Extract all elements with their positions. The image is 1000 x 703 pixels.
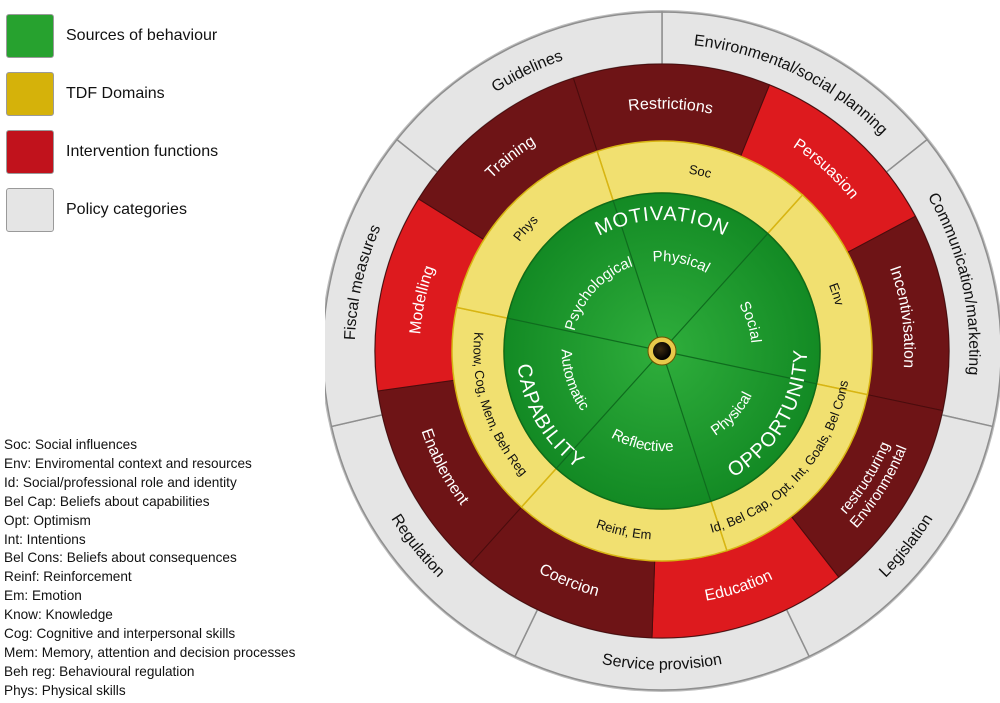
abbreviation-line: Cog: Cognitive and interpersonal skills — [4, 626, 236, 642]
sub-component-divider — [661, 350, 712, 502]
sub-component-divider — [555, 350, 663, 469]
legend-swatch — [6, 72, 54, 116]
abbreviation-line: Bel Cap: Beliefs about capabilities — [4, 493, 210, 509]
legend-swatch — [6, 14, 54, 58]
abbreviation-line: Reinf: Reinforcement — [4, 569, 132, 585]
abbreviation-line: Env: Enviromental context and resources — [4, 455, 252, 471]
legend-swatch — [6, 188, 54, 232]
abbreviation-line: Beh reg: Behavioural regulation — [4, 663, 195, 679]
legend-label: Sources of behaviour — [66, 27, 218, 44]
legend-swatch — [6, 130, 54, 174]
sub-component-divider — [661, 350, 817, 385]
tdf-label-env: Env — [826, 281, 847, 308]
legend-item-tdf-domains: TDF Domains — [6, 72, 306, 130]
policy-label-service-provision: Service provision — [601, 651, 724, 674]
tdf-label-soc: Soc — [688, 162, 714, 182]
abbreviation-line: Know: Knowledge — [4, 607, 113, 623]
abbreviation-line: Em: Emotion — [4, 588, 82, 604]
intervention-label-restrictions: Restrictions — [627, 96, 714, 118]
abbreviation-line: Opt: Optimism — [4, 512, 91, 528]
legend-item-sources-of-behaviour: Sources of behaviour — [6, 14, 306, 72]
legend-item-intervention-functions: Intervention functions — [6, 130, 306, 188]
sources-of-behaviour-core — [503, 192, 821, 510]
behaviour-change-wheel: Environmental/social planningCommunicati… — [325, 10, 1000, 692]
sub-component-divider — [612, 200, 663, 352]
abbreviation-line: Phys: Physical skills — [4, 682, 126, 698]
sub-component-divider — [661, 233, 769, 352]
legend-label: Intervention functions — [66, 143, 219, 160]
abbreviation-line: Int: Intentions — [4, 531, 86, 547]
abbreviation-line: Soc: Social influences — [4, 437, 137, 452]
sub-component-divider — [507, 317, 663, 352]
legend-item-policy-categories: Policy categories — [6, 188, 306, 246]
abbreviation-line: Bel Cons: Beliefs about consequences — [4, 550, 237, 566]
intervention-functions-ring — [374, 63, 950, 639]
abbreviation-line: Id: Social/professional role and identit… — [4, 474, 237, 490]
abbreviation-line: Mem: Memory, attention and decision proc… — [4, 644, 296, 660]
tdf-domains-ring — [451, 140, 873, 562]
wheel-hub-center — [653, 342, 671, 360]
legend-label: TDF Domains — [66, 85, 165, 102]
legend-label: Policy categories — [66, 201, 187, 218]
